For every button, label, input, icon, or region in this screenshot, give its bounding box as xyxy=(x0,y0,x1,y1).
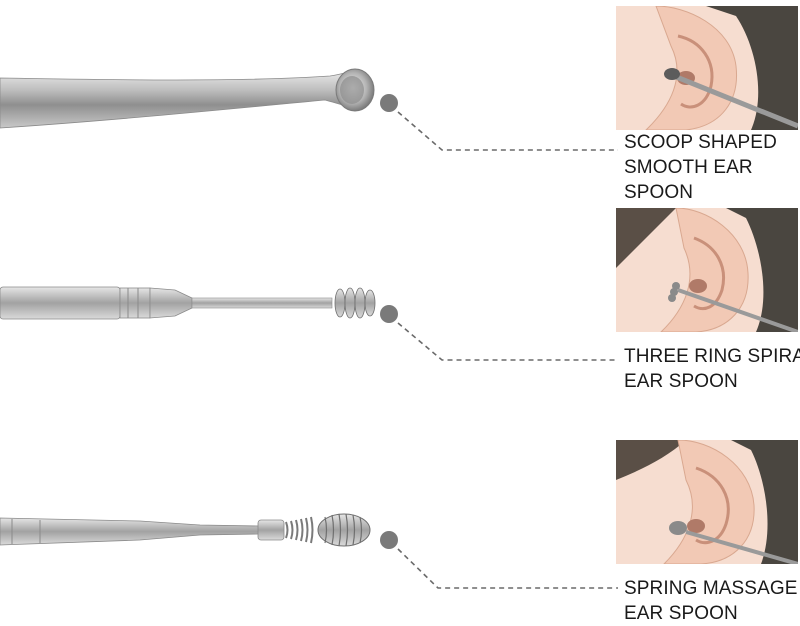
label-spring: SPRING MASSAGE EAR SPOON xyxy=(624,576,800,626)
label-scoop-line-2: SMOOTH EAR xyxy=(624,157,753,178)
leader-line-spring xyxy=(397,548,618,589)
marker-dot-spring xyxy=(380,531,398,549)
ear-photo-scoop xyxy=(616,6,798,130)
label-spring-line-2: EAR SPOON xyxy=(624,603,738,624)
label-spiral-line-2: EAR SPOON xyxy=(624,371,738,392)
marker-dot-spiral xyxy=(380,305,398,323)
label-scoop-line-1: SCOOP SHAPED xyxy=(624,132,777,153)
ear-photo-spring xyxy=(616,440,798,564)
label-spiral: THREE RING SPIRAL EAR SPOON xyxy=(624,344,800,394)
label-spiral-line-1: THREE RING SPIRAL xyxy=(624,346,800,367)
label-spring-line-1: SPRING MASSAGE xyxy=(624,578,798,599)
leader-line-scoop xyxy=(397,111,618,151)
marker-dot-scoop xyxy=(380,94,398,112)
label-scoop: SCOOP SHAPED SMOOTH EAR SPOON xyxy=(624,130,800,205)
spiral-spoon-tool xyxy=(0,286,376,320)
ear-photo-spiral xyxy=(616,208,798,332)
scoop-spoon-tool xyxy=(0,68,375,129)
spring-spoon-tool xyxy=(0,513,371,547)
leader-line-spiral xyxy=(397,322,618,361)
label-scoop-line-3: SPOON xyxy=(624,182,694,203)
